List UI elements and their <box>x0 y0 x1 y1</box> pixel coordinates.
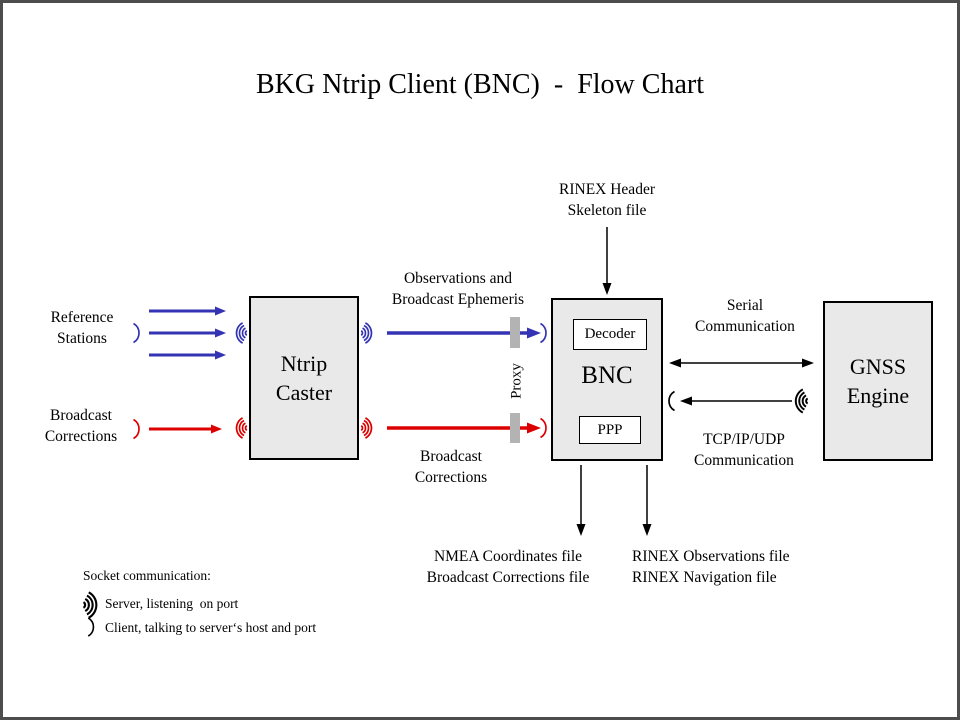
rinex-header-skeleton-label: RINEX Header Skeleton file <box>559 181 655 219</box>
corrections-stream-arrow <box>387 422 541 434</box>
server-socket-icon <box>235 322 248 344</box>
gnss-engine-box: GNSS Engine <box>823 301 933 461</box>
gnss-engine-label: GNSS Engine <box>846 354 910 408</box>
ppp-label: PPP <box>597 421 623 438</box>
legend-server-icon <box>82 591 98 619</box>
broadcast-corrections-mid-label: Broadcast Corrections <box>414 448 488 486</box>
reference-stations-label: Reference Stations <box>50 309 114 347</box>
tcpip-communication-label: TCP/IP/UDP Communication <box>694 431 794 469</box>
legend-server-text: Server, listening on port <box>105 596 239 611</box>
broadcast-corrections-arrow-left <box>149 424 222 434</box>
proxy-bar-bottom <box>510 413 520 443</box>
ntrip-caster-label: Ntrip Caster <box>275 351 333 405</box>
proxy-label: Proxy <box>508 363 525 399</box>
legend-client-text: Client, talking to server‘s host and por… <box>105 620 317 635</box>
decoder-box: Decoder <box>573 319 647 350</box>
legend-client-icon <box>87 617 95 637</box>
client-socket-icon <box>132 418 140 440</box>
diagram-arrows-layer <box>82 227 814 637</box>
server-socket-icon <box>235 417 248 439</box>
legend-title: Socket communication: <box>83 568 211 583</box>
proxy-bar-top <box>510 317 520 348</box>
server-socket-icon <box>360 417 373 439</box>
ppp-box: PPP <box>579 416 641 444</box>
ntrip-caster-box: Ntrip Caster <box>249 296 359 460</box>
tcpip-communication-arrow <box>680 396 792 406</box>
bnc-box: Decoder BNC PPP <box>551 298 663 461</box>
reference-stations-arrows <box>149 306 226 360</box>
decoder-label: Decoder <box>584 326 636 342</box>
broadcast-corrections-left-label: Broadcast Corrections <box>44 407 118 445</box>
serial-communication-arrow <box>669 358 814 368</box>
server-socket-icon <box>794 388 809 414</box>
client-socket-icon <box>539 322 547 344</box>
page-title: BKG Ntrip Client (BNC) - Flow Chart <box>256 69 704 100</box>
observations-stream-arrow <box>387 327 541 339</box>
client-socket-icon <box>132 322 140 344</box>
client-socket-icon <box>668 390 676 412</box>
bnc-output-arrows <box>576 465 652 536</box>
observations-ephemeris-label: Observations and Broadcast Ephemeris <box>391 270 525 308</box>
client-socket-icon <box>539 417 547 439</box>
rinex-files-label: RINEX Observations file RINEX Navigation… <box>632 548 790 586</box>
rinex-header-arrow <box>602 227 612 295</box>
serial-communication-label: Serial Communication <box>695 297 795 335</box>
server-socket-icon <box>360 322 373 344</box>
nmea-files-label: NMEA Coordinates file Broadcast Correcti… <box>426 548 590 586</box>
bnc-label: BNC <box>581 362 633 389</box>
